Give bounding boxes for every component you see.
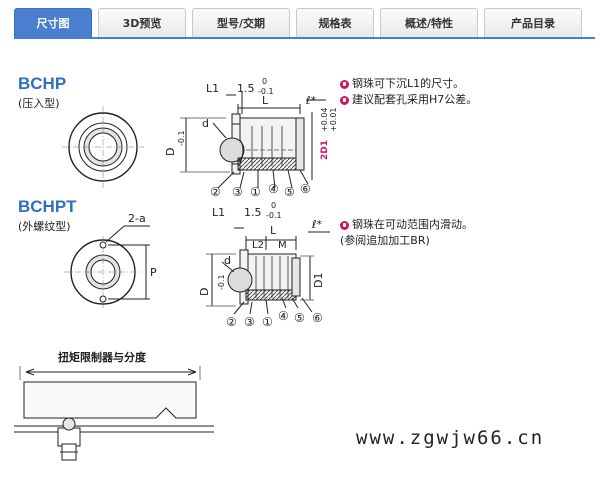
watermark: www.zgwjw66.cn (356, 427, 545, 449)
part-5-label: ⑤ (294, 311, 305, 325)
part-6-label: ⑥ (300, 182, 311, 196)
model-type-bchpt: (外螺纹型) (18, 220, 71, 233)
dim-hole-label: 2-a (128, 212, 146, 225)
note-text: 钢珠在可动范围内滑动。 (352, 218, 473, 231)
note-text: (参阅追加加工BR) (340, 234, 430, 247)
dim-d1-tol-down: +0.01 (329, 107, 338, 132)
torque-limiter-drawing (14, 366, 214, 461)
dim-d-small-label: d (224, 254, 231, 267)
tab-spec-table[interactable]: 规格表 (296, 8, 374, 37)
model-type-bchp: (压入型) (18, 97, 60, 110)
dim-base-label: 1.5 (244, 206, 262, 219)
dim-tol-down: -0.1 (258, 87, 274, 96)
part-1-label: ① (250, 185, 261, 199)
dim-d-label: D (164, 148, 177, 156)
dim-tol-down: -0.1 (266, 211, 282, 220)
model-title-bchp: BCHP (18, 74, 67, 93)
note-text: 钢珠可下沉L1的尺寸。 (352, 77, 465, 90)
part-4-label: ④ (278, 309, 289, 323)
dim-m-label: M (278, 240, 287, 251)
tab-dimensions[interactable]: 尺寸图 (14, 8, 92, 37)
dim-tol-up: 0 (262, 77, 267, 86)
model-title-bchpt: BCHPT (18, 197, 77, 216)
tab-bar: 尺寸图 3D预览 型号/交期 规格表 概述/特性 产品目录 (14, 8, 594, 38)
bchp-side-view (180, 92, 326, 189)
part-6-label: ⑥ (312, 311, 323, 325)
dim-l2-label: L2 (252, 240, 264, 251)
dim-d-small-label: d (202, 117, 209, 130)
dim-tol-up: 0 (271, 201, 276, 210)
tab-overview[interactable]: 概述/特性 (380, 8, 478, 37)
dim-d-label: D (198, 288, 211, 296)
notes-bchpt: 钢珠在可动范围内滑动。 (参阅追加加工BR) (340, 217, 473, 249)
tab-model-delivery[interactable]: 型号/交期 (192, 8, 290, 37)
info-bullet-icon (340, 220, 349, 230)
dim-d-tol: -0.1 (217, 274, 226, 290)
bchpt-front-view (64, 225, 150, 308)
bchpt-side-view (206, 227, 330, 315)
info-bullet-icon (340, 79, 349, 89)
dim-lstar-label: ℓ* (305, 94, 317, 107)
part-3-label: ③ (232, 185, 243, 199)
part-2-label: ② (210, 185, 221, 199)
part-1-label: ① (262, 315, 273, 329)
dim-l-label: L (270, 224, 277, 237)
dim-d1-mark: 2D1 (320, 140, 330, 160)
tab-3d-preview[interactable]: 3D预览 (98, 8, 186, 37)
info-bullet-icon (340, 95, 349, 105)
dim-lstar-label: ℓ* (311, 218, 323, 231)
note-text: 建议配套孔采用H7公差。 (352, 93, 478, 106)
dim-base-label: 1.5 (237, 82, 255, 95)
tab-underline (14, 37, 595, 39)
dim-l-label: L (262, 94, 269, 107)
part-5-label: ⑤ (284, 185, 295, 199)
dim-p-label: P (150, 266, 157, 279)
dim-d-tol: -0.1 (177, 130, 186, 146)
part-4-label: ④ (268, 182, 279, 196)
tab-catalog[interactable]: 产品目录 (484, 8, 582, 37)
dim-d1-tol-up: +0.04 (320, 107, 329, 132)
part-3-label: ③ (244, 315, 255, 329)
bchp-front-view (62, 106, 144, 188)
dim-l1-label: L1 (206, 82, 219, 95)
bchpt-dimension-labels: L1 1.5 0 -0.1 L ℓ* L2 M d D -0.1 D1 ② ③ … (198, 201, 325, 329)
torque-limiter-title: 扭矩限制器与分度 (58, 351, 146, 364)
dim-l1-label: L1 (212, 206, 225, 219)
bchpt-front-labels: 2-a P (128, 212, 157, 279)
dim-d1-label: D1 (312, 273, 325, 288)
part-2-label: ② (226, 315, 237, 329)
notes-bchp: 钢珠可下沉L1的尺寸。 建议配套孔采用H7公差。 (340, 76, 477, 108)
bchp-dimension-labels: L1 1.5 0 -0.1 L ℓ* d D -0.1 2D1 +0.04 +0… (164, 77, 338, 199)
